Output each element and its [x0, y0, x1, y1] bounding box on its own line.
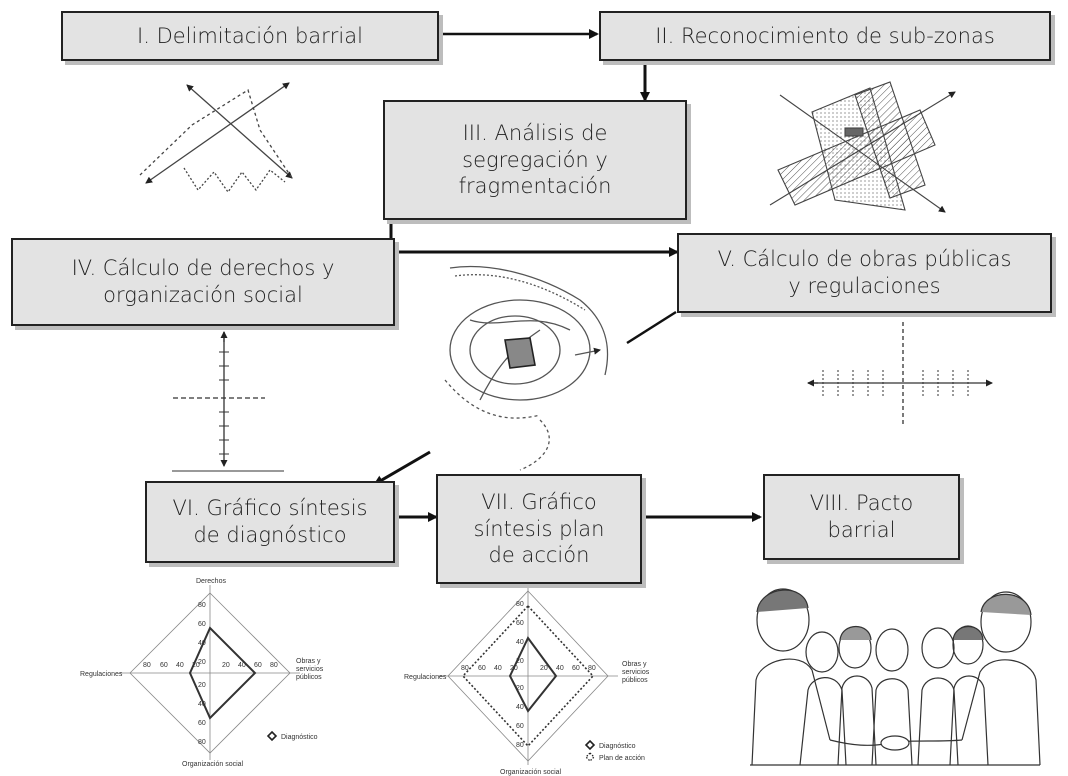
radar1-tick-bottom-80: 80	[198, 739, 206, 746]
radar1-tick-right-20: 20	[222, 662, 230, 669]
radar1-label-top: Derechos	[196, 578, 226, 585]
radar2-tick-right-40: 40	[556, 665, 564, 672]
radar1-tick-80: 80	[198, 602, 206, 609]
radar2-legend-plan-de-accion: Plan de acción	[599, 755, 645, 762]
step-box-ii: II. Reconocimiento de sub-zonas	[599, 11, 1051, 61]
radar1-tick-left-60: 60	[160, 662, 168, 669]
radar1-tick-right-80: 80	[270, 662, 278, 669]
radar1-tick-right-40: 40	[238, 662, 246, 669]
radar2-tick-bottom-80: 80	[516, 742, 524, 749]
step-box-v: V. Cálculo de obras públicas y regulacio…	[677, 233, 1052, 313]
sketch-vertical-axis	[172, 331, 284, 472]
step-box-vi: VI. Gráfico síntesis de diagnóstico	[145, 481, 395, 563]
step-label-vi: VI. Gráfico síntesis de diagnóstico	[172, 496, 368, 547]
step-label-iii: III. Análisis de segregación y fragmenta…	[458, 120, 612, 199]
step-box-vii: VII. Gráfico síntesis plan de acción	[436, 474, 642, 584]
radar2-tick-left-60: 60	[478, 665, 486, 672]
step-label-ii: II. Reconocimiento de sub-zonas	[655, 23, 995, 48]
radar1-label-left: Regulaciones	[80, 671, 123, 678]
step-label-vii: VII. Gráfico síntesis plan de acción	[473, 489, 605, 568]
radar2-tick-right-20: 20	[540, 665, 548, 672]
radar1-tick-bottom-20: 20	[198, 682, 206, 689]
arrow-map-to-vi	[373, 450, 431, 486]
radar1-tick-40: 40	[198, 640, 206, 647]
radar2-tick-80: 80	[516, 601, 524, 608]
radar2-tick-left-80: 80	[461, 665, 469, 672]
step-box-iv: IV. Cálculo de derechos y organización s…	[11, 238, 395, 326]
radar1-tick-left-80: 80	[143, 662, 151, 669]
radar2-tick-bottom-60: 60	[516, 723, 524, 730]
sketch-horizontal-axis	[807, 322, 993, 425]
radar2-tick-right-80: 80	[588, 665, 596, 672]
illustration-community-pact	[750, 588, 1041, 766]
sketch-map	[444, 265, 609, 471]
step-label-viii: VIII. Pacto barrial	[809, 491, 914, 542]
radar2-tick-20: 20	[516, 658, 524, 665]
sketch-delimitation	[139, 82, 293, 194]
radar2-tick-60: 60	[516, 620, 524, 627]
radar1-tick-20: 20	[198, 659, 206, 666]
radar2-tick-right-60: 60	[572, 665, 580, 672]
radar2-tick-bottom-40: 40	[516, 704, 524, 711]
radar2-tick-40: 40	[516, 639, 524, 646]
step-box-iii: III. Análisis de segregación y fragmenta…	[383, 100, 687, 220]
radar1-tick-bottom-40: 40	[198, 701, 206, 708]
step-label-iv: IV. Cálculo de derechos y organización s…	[71, 256, 335, 307]
step-box-viii: VIII. Pacto barrial	[763, 474, 960, 560]
step-label-i: I. Delimitación barrial	[137, 23, 363, 48]
radar2-tick-left-40: 40	[494, 665, 502, 672]
radar1-legend-marker-icon	[266, 730, 278, 742]
radar1-tick-left-20: 20	[192, 662, 200, 669]
radar2-legend-diagnostico: Diagnóstico	[599, 743, 636, 750]
radar2-label-bottom: Organización social	[500, 769, 562, 776]
radar1-tick-60: 60	[198, 621, 206, 628]
radar1-tick-left-40: 40	[176, 662, 184, 669]
radar1-tick-right-60: 60	[254, 662, 262, 669]
step-label-v: V. Cálculo de obras públicas y regulacio…	[717, 247, 1012, 298]
sketch-subzones	[769, 81, 956, 213]
radar2-label-left: Regulaciones	[404, 674, 447, 681]
radar2-legend-plan-icon	[585, 752, 595, 762]
radar2-tick-bottom-20: 20	[516, 685, 524, 692]
arrow-v-to-map	[626, 310, 677, 345]
radar1-label-bottom: Organización social	[182, 761, 244, 768]
step-box-i: I. Delimitación barrial	[61, 11, 439, 61]
arrow-iii-to-v	[389, 222, 679, 257]
radar2-legend-diagnostico-icon	[584, 739, 596, 751]
radar1-legend-diagnostico: Diagnóstico	[281, 734, 318, 741]
radar1-tick-bottom-60: 60	[198, 720, 206, 727]
radar2-tick-left-20: 20	[510, 665, 518, 672]
